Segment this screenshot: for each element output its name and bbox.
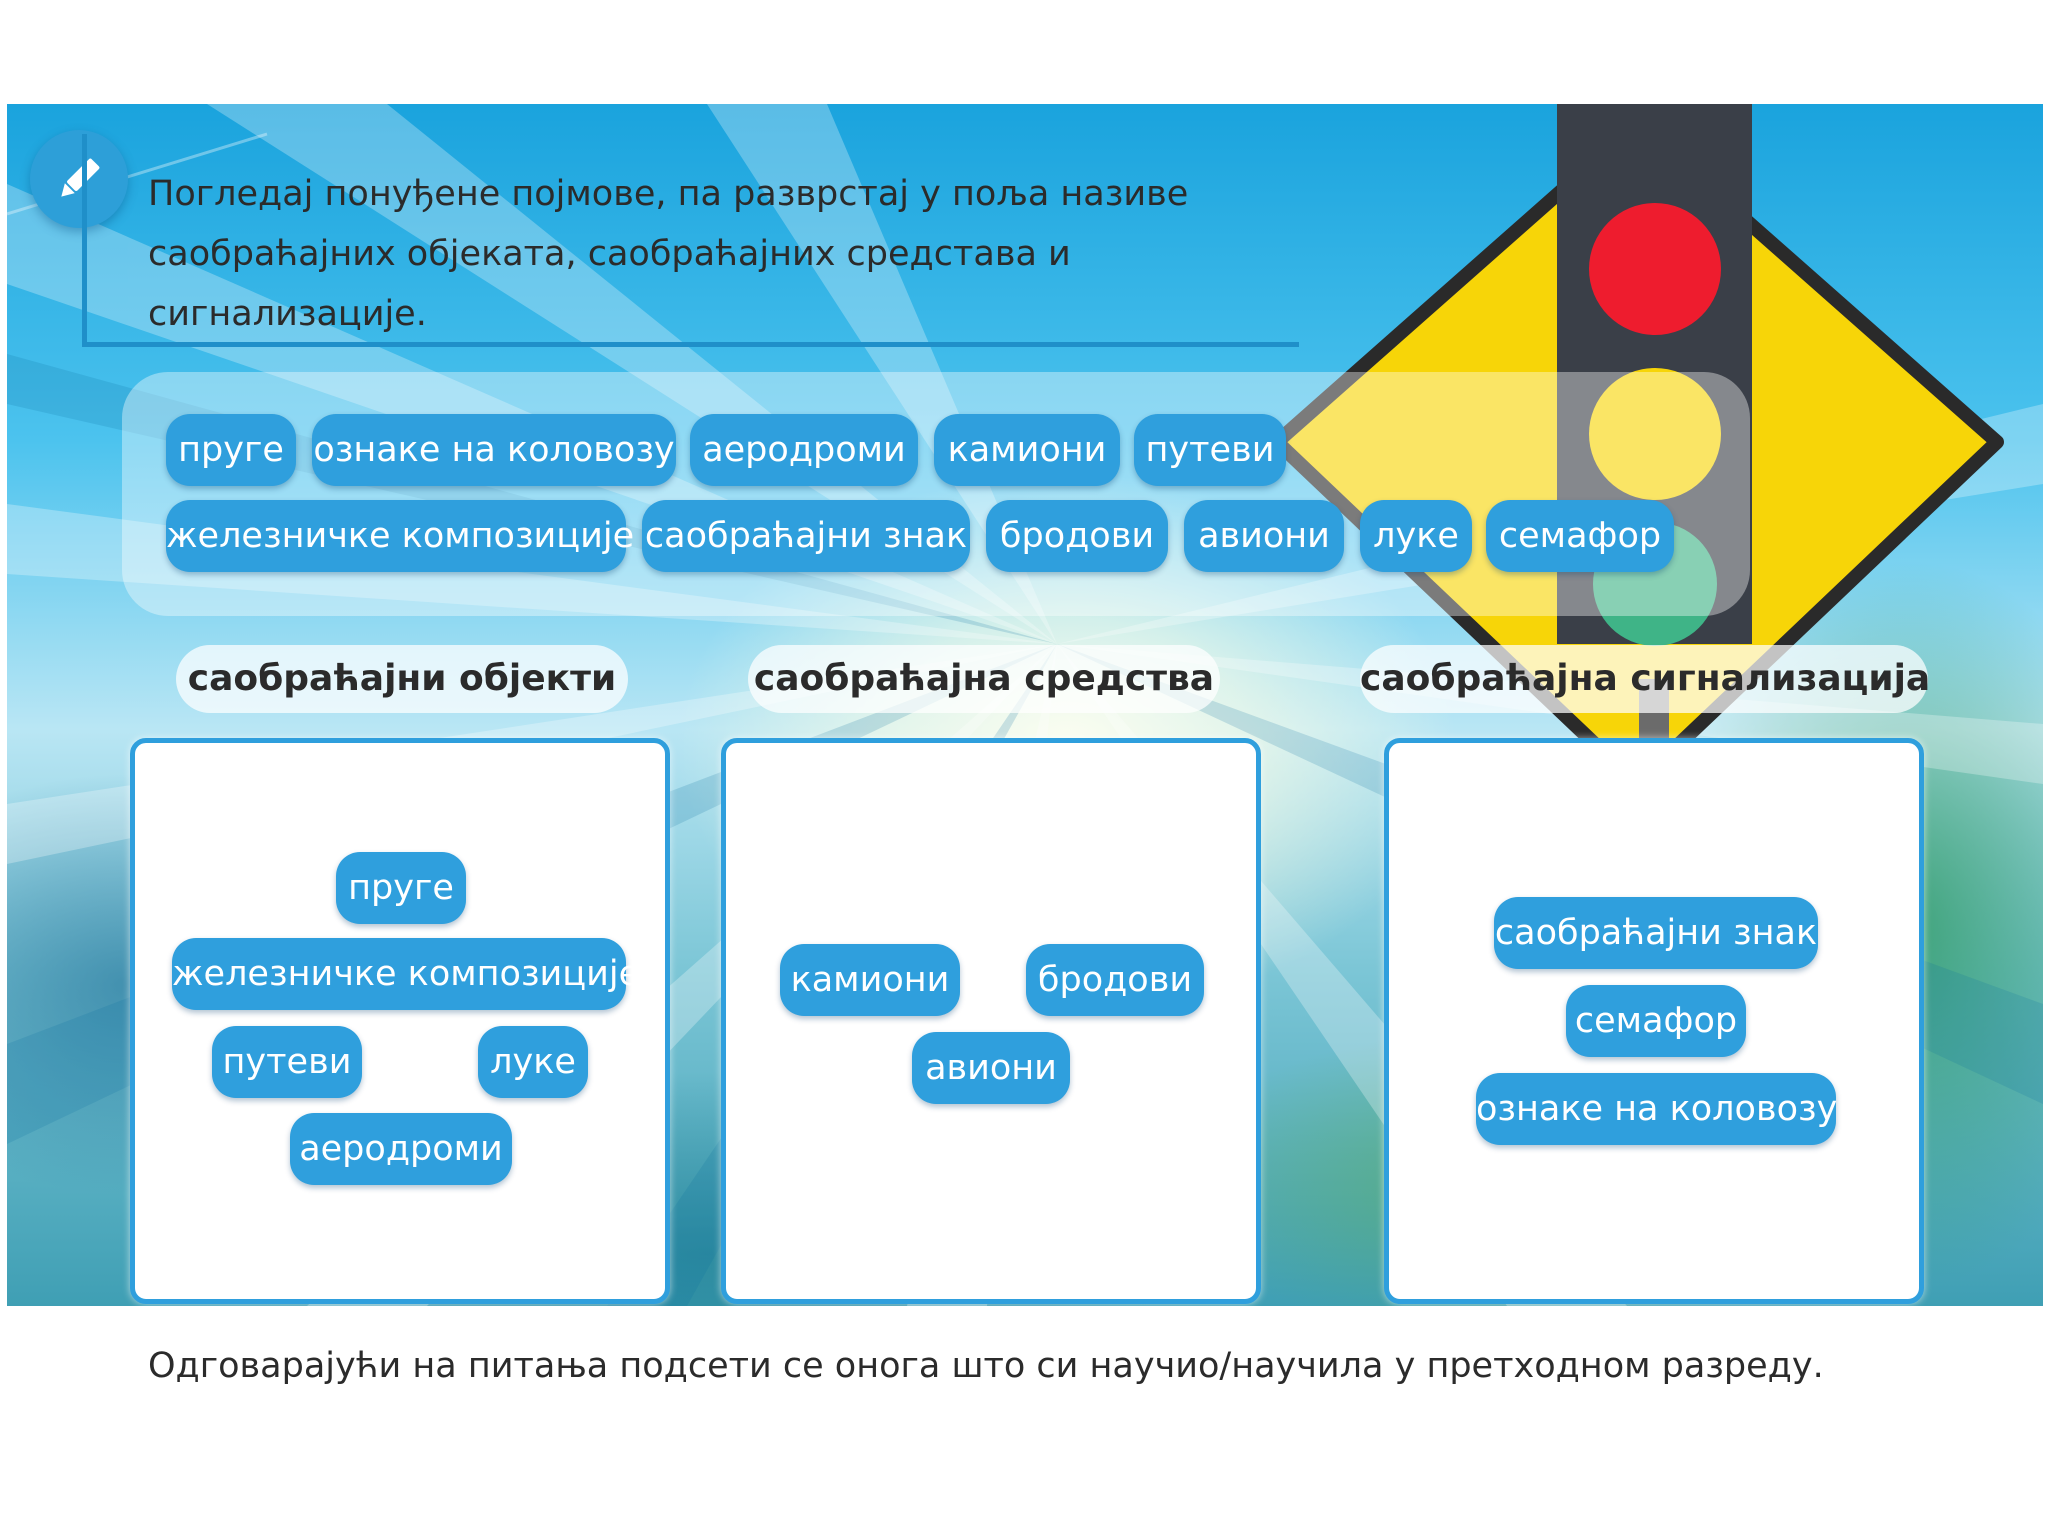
footer-text: Одговарајући на питања подсети се онога …: [148, 1346, 1824, 1386]
drop-zone-signaling[interactable]: [1384, 738, 1924, 1304]
word-bank-chip[interactable]: авиони: [1184, 500, 1344, 572]
category-header-signaling: саобраћајна сигнализација: [1360, 645, 1930, 713]
category-header-objects: саобраћајни објекти: [176, 645, 628, 713]
placed-chip[interactable]: семафор: [1566, 985, 1746, 1057]
placed-chip[interactable]: авиони: [912, 1032, 1070, 1104]
word-bank-chip[interactable]: аеродроми: [690, 414, 918, 486]
instruction-text: Погледај понуђене појмове, па разврстај …: [148, 174, 1189, 334]
placed-chip[interactable]: ознаке на коловозу: [1476, 1073, 1837, 1145]
instruction-frame: [82, 134, 1299, 347]
word-bank: [122, 372, 1750, 616]
word-bank-chip[interactable]: пруге: [166, 414, 296, 486]
placed-chip[interactable]: аеродроми: [290, 1113, 512, 1185]
placed-chip[interactable]: железничке композиције: [172, 938, 640, 1010]
drop-zone-objects[interactable]: [130, 738, 670, 1304]
pencil-icon: [30, 130, 128, 228]
word-bank-chip[interactable]: камиони: [934, 414, 1120, 486]
placed-chip[interactable]: путеви: [212, 1026, 362, 1098]
word-bank-chip[interactable]: саобраћајни знак: [642, 500, 970, 572]
word-bank-chip[interactable]: бродови: [986, 500, 1168, 572]
word-bank-chip[interactable]: луке: [1360, 500, 1472, 572]
word-bank-chip[interactable]: семафор: [1486, 500, 1674, 572]
placed-chip[interactable]: камиони: [780, 944, 960, 1016]
placed-chip[interactable]: луке: [478, 1026, 588, 1098]
placed-chip[interactable]: пруге: [336, 852, 466, 924]
drop-zone-vehicles[interactable]: [721, 738, 1261, 1304]
word-bank-chip[interactable]: железничке композиције: [166, 500, 634, 572]
category-header-vehicles: саобраћајна средства: [748, 645, 1220, 713]
placed-chip[interactable]: саобраћајни знак: [1494, 897, 1818, 969]
word-bank-chip[interactable]: ознаке на коловозу: [312, 414, 676, 486]
word-bank-chip[interactable]: путеви: [1134, 414, 1286, 486]
placed-chip[interactable]: бродови: [1026, 944, 1204, 1016]
